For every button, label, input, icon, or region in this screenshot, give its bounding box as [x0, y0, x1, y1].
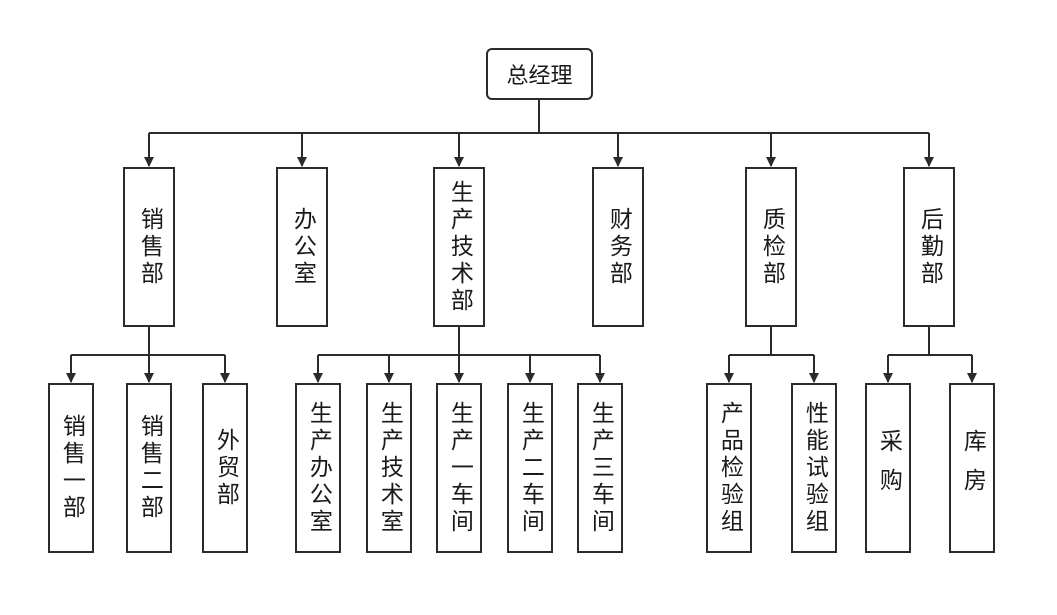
dept-node-qc: 质检部 [745, 167, 797, 327]
sub-node: 采购 [865, 383, 911, 553]
dept-node-sales: 销售部 [123, 167, 175, 327]
dept-node-production: 生产技术部 [433, 167, 485, 327]
sub-node: 生产一车间 [436, 383, 482, 553]
sub-node: 生产办公室 [295, 383, 341, 553]
sub-node: 生产三车间 [577, 383, 623, 553]
root-node: 总经理 [486, 48, 593, 100]
sub-node: 生产技术室 [366, 383, 412, 553]
sub-node: 外贸部 [202, 383, 248, 553]
sub-node: 库房 [949, 383, 995, 553]
sub-node: 销售二部 [126, 383, 172, 553]
sub-node: 生产二车间 [507, 383, 553, 553]
sub-node: 销售一部 [48, 383, 94, 553]
dept-node-office: 办公室 [276, 167, 328, 327]
dept-node-finance: 财务部 [592, 167, 644, 327]
dept-node-logistics: 后勤部 [903, 167, 955, 327]
sub-node: 产品检验组 [706, 383, 752, 553]
sub-node: 性能试验组 [791, 383, 837, 553]
